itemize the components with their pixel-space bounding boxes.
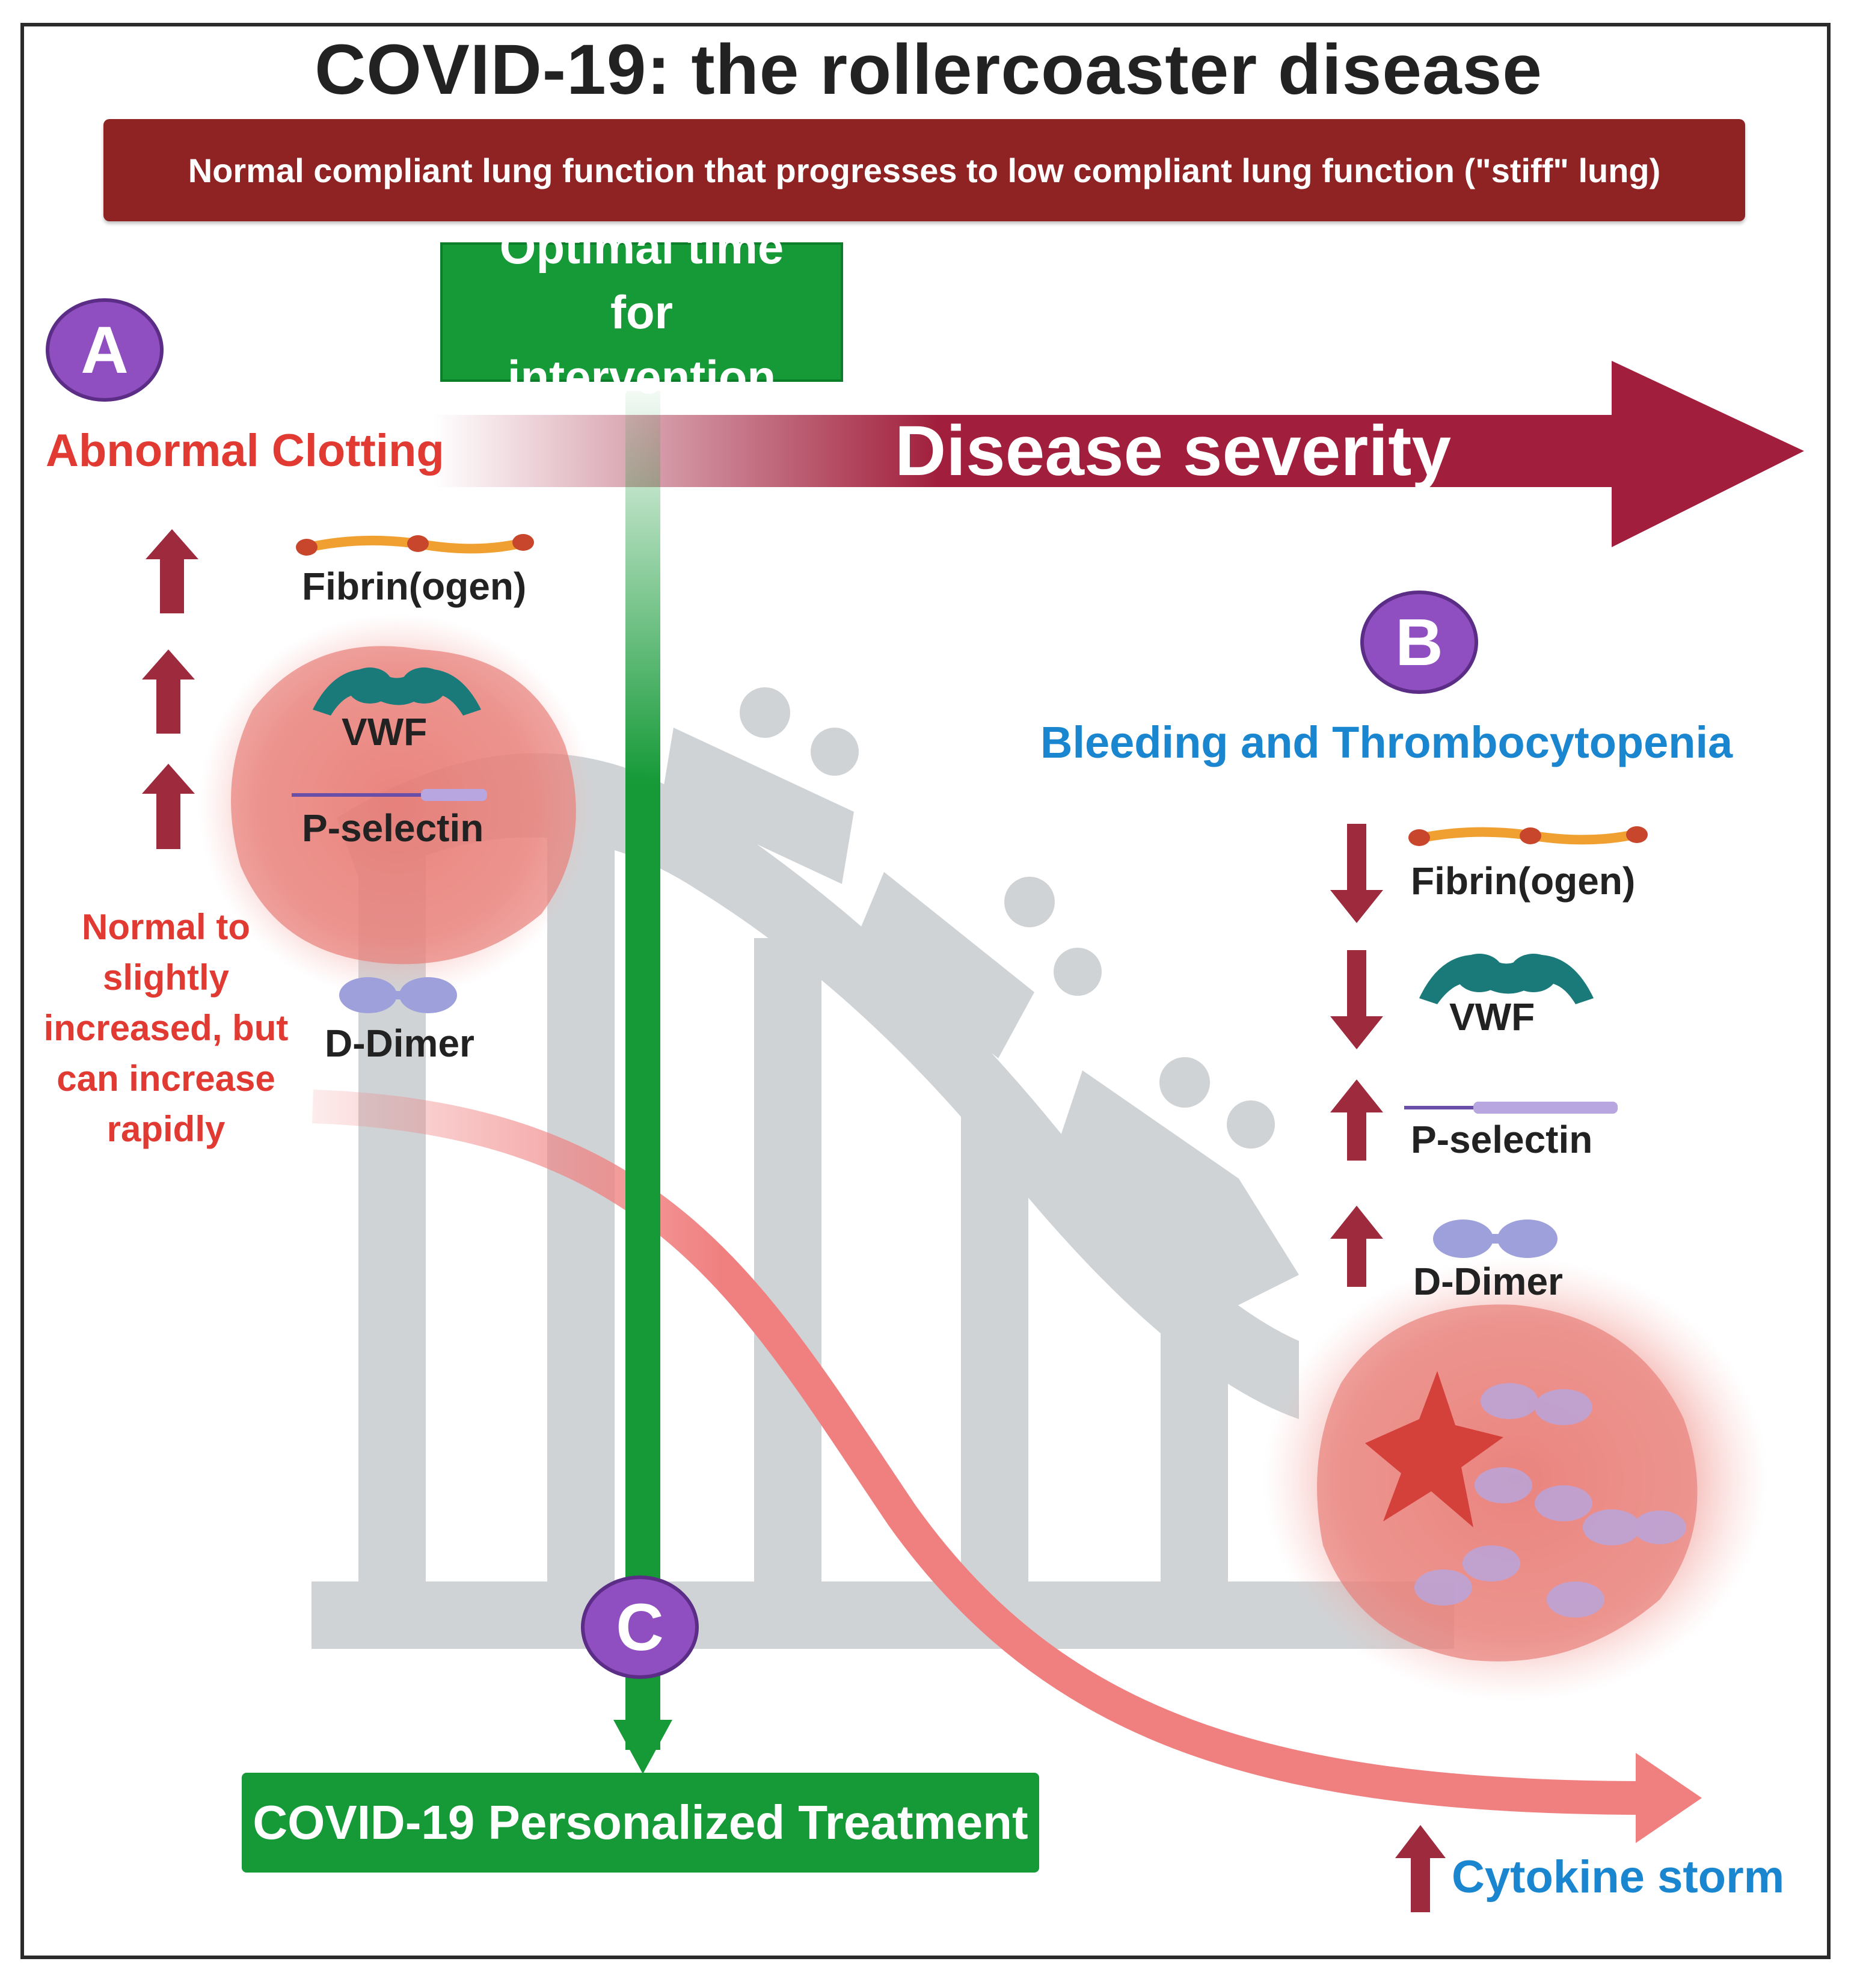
- trend-arrows-a: [142, 529, 198, 849]
- disease-severity-arrow: [433, 361, 1804, 547]
- disease-severity-label: Disease severity: [895, 411, 1452, 491]
- optimal-time-box: Optimal time for intervention: [440, 221, 843, 403]
- fibrinogen-icon-a: [296, 534, 534, 556]
- cytokine-up-arrow: [1395, 1825, 1446, 1912]
- marker-b-d-dimer: D-Dimer: [1413, 1260, 1563, 1303]
- rollercoaster-illustration: [312, 687, 1454, 1649]
- fibrinogen-icon-b: [1408, 826, 1648, 846]
- figure-frame: [20, 23, 1831, 1959]
- bleeding-cell-illustration: [1263, 1257, 1768, 1702]
- note-line: slightly: [102, 957, 230, 998]
- marker-b-fibrinogen: Fibrin(ogen): [1411, 859, 1636, 903]
- badge-c: C: [581, 1575, 699, 1679]
- marker-a-d-dimer: D-Dimer: [325, 1022, 474, 1065]
- badge-b: B: [1360, 591, 1478, 694]
- marker-a-p-selectin: P-selectin: [302, 806, 484, 850]
- intervention-arrow-shaft: [625, 391, 660, 1750]
- d-dimer-note: Normal to slightly increased, but can in…: [35, 902, 297, 1155]
- lung-function-banner: Normal compliant lung function that prog…: [103, 119, 1745, 221]
- note-line: increased, but: [43, 1008, 289, 1048]
- cytokine-arrow-head: [1636, 1753, 1702, 1843]
- marker-a-vwf: VWF: [342, 710, 428, 753]
- note-line: can increase: [57, 1058, 275, 1099]
- optimal-time-text: Optimal time for intervention: [499, 221, 784, 403]
- marker-b-vwf: VWF: [1449, 995, 1535, 1038]
- treatment-text: COVID-19 Personalized Treatment: [253, 1796, 1028, 1849]
- bleeding-thrombocytopenia-label: Bleeding and Thrombocytopenia: [1040, 717, 1733, 767]
- personalized-treatment-box: COVID-19 Personalized Treatment: [242, 1773, 1039, 1873]
- p-selectin-icon-a: [292, 789, 487, 801]
- marker-b-p-selectin: P-selectin: [1411, 1118, 1593, 1161]
- figure-title: COVID-19: the rollercoaster disease: [315, 30, 1542, 109]
- vwf-icon-a: [313, 667, 481, 716]
- cytokine-storm-label: Cytokine storm: [1452, 1851, 1785, 1903]
- abnormal-clotting-label: Abnormal Clotting: [46, 425, 444, 476]
- intervention-arrow-head: [613, 1720, 672, 1774]
- note-line: Normal to: [81, 907, 251, 947]
- trend-arrows-b: [1330, 824, 1383, 1287]
- d-dimer-icon-a: [339, 977, 457, 1013]
- clotting-cell-illustration: [198, 613, 595, 998]
- note-line: rapidly: [106, 1109, 226, 1149]
- d-dimer-icon-b: [1433, 1219, 1558, 1258]
- cytokine-storm-curve: [312, 1090, 1648, 1815]
- banner-text: Normal compliant lung function that prog…: [188, 151, 1661, 189]
- marker-a-fibrinogen: Fibrin(ogen): [302, 565, 527, 608]
- p-selectin-icon-b: [1404, 1102, 1618, 1114]
- badge-a: A: [46, 298, 164, 402]
- vwf-icon-b: [1419, 954, 1594, 1004]
